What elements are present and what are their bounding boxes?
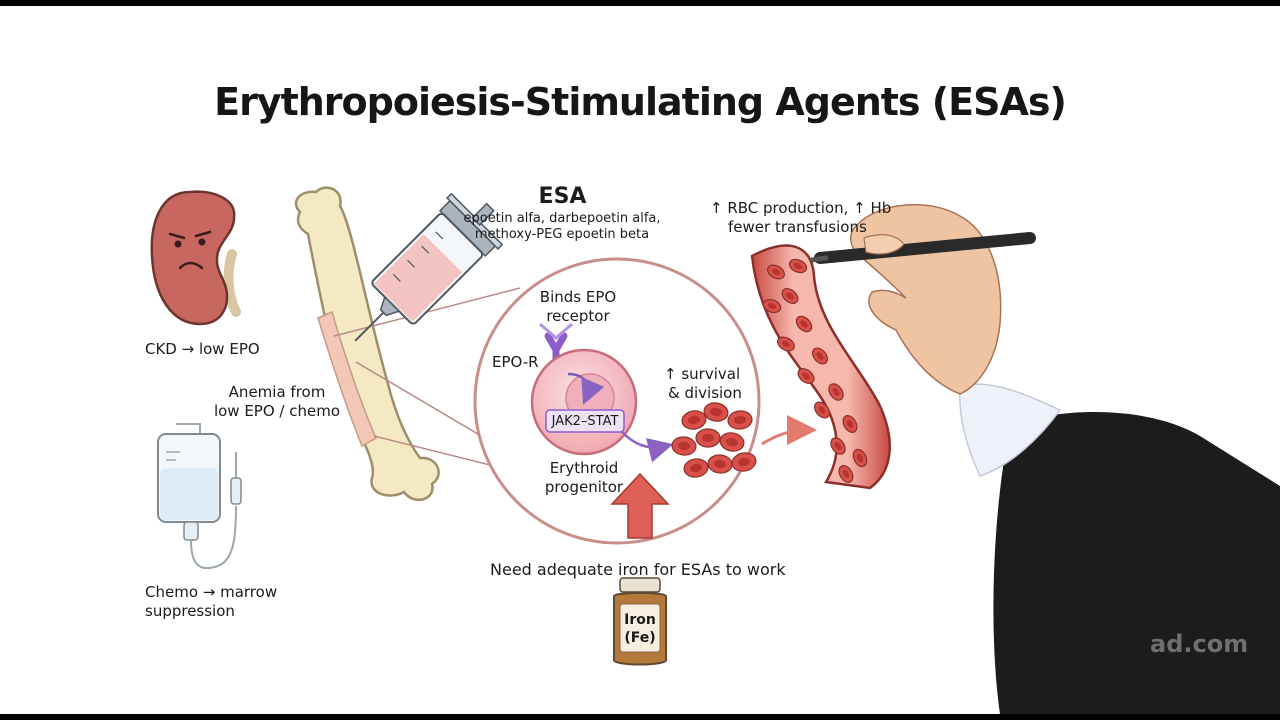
red-blood-cell [719,432,745,452]
red-blood-cell [762,298,782,314]
iron-up-arrow [610,472,670,539]
red-blood-cell [781,288,799,304]
red-blood-cell [671,436,697,456]
label-chemo-1: Chemo → marrow [145,583,278,601]
watermark: ad.com [1150,630,1249,658]
label-binds-2: receptor [546,307,610,325]
esa-drugs: epoetin alfa, darbepoetin alfa, methoxy-… [452,211,672,243]
label-jak2-stat: JAK2–STAT [551,414,619,429]
red-blood-cell [683,458,709,478]
red-blood-cell [767,264,785,280]
iv-bag-icon [157,423,242,570]
red-blood-cell [703,402,729,422]
red-blood-cell [707,454,733,474]
red-blood-cell [842,415,858,433]
label-rbc-1: ↑ RBC production, ↑ Hb [710,199,892,217]
label-binds-1: Binds EPO [539,288,617,306]
red-blood-cell [838,465,854,483]
iron-bottle-icon [613,577,667,666]
label-anemia-2: low EPO / chemo [213,402,341,420]
label-anemia-1: Anemia from [228,383,326,401]
kidney-icon [150,190,241,326]
rbc-cluster [671,402,757,478]
red-blood-cell [681,410,707,430]
esa-drugs-line1: epoetin alfa, darbepoetin alfa, [463,211,661,226]
label-rbc-2: fewer transfusions [728,218,867,236]
label-erythroid-2: progenitor [544,478,624,496]
label-chemo-2: suppression [145,602,235,620]
red-blood-cell [777,336,795,352]
signal-arrow [621,431,674,463]
label-iron-1: Iron [624,612,656,628]
bone-icon [294,186,440,502]
red-blood-cell [830,437,846,455]
esa-drugs-line2: methoxy-PEG epoetin beta [474,227,650,242]
hand-with-pen-icon [809,203,1280,714]
label-iron-2: (Fe) [624,630,656,646]
red-blood-cell [814,401,830,419]
label-epo-r: EPO-R [492,353,539,371]
red-blood-cell [727,410,753,430]
red-blood-cell [797,368,815,384]
red-blood-cell [828,383,844,401]
label-ckd: CKD → low EPO [145,340,260,358]
red-blood-cell [695,428,721,448]
red-blood-cell [795,315,813,333]
syringe-icon [354,192,504,342]
esa-title: ESA [538,184,587,209]
illustration-canvas [150,186,1280,714]
label-survival-1: ↑ survival [664,365,741,383]
label-erythroid-1: Erythroid [549,459,619,477]
jak2-stat-box [545,409,625,433]
red-blood-cell [788,258,808,274]
erythroid-cell-icon [530,348,638,456]
red-blood-cell [731,452,757,472]
red-blood-cell [812,347,828,365]
label-survival-2: & division [668,384,742,402]
red-blood-cell [852,448,868,468]
label-iron-need: Need adequate iron for ESAs to work [490,560,786,579]
to-vessel-arrow [761,415,817,446]
page-title: Erythropoiesis-Stimulating Agents (ESAs) [214,80,1067,124]
blood-vessel-icon [750,244,891,490]
diagram-stage: Erythropoiesis-Stimulating Agents (ESAs)… [0,6,1280,714]
